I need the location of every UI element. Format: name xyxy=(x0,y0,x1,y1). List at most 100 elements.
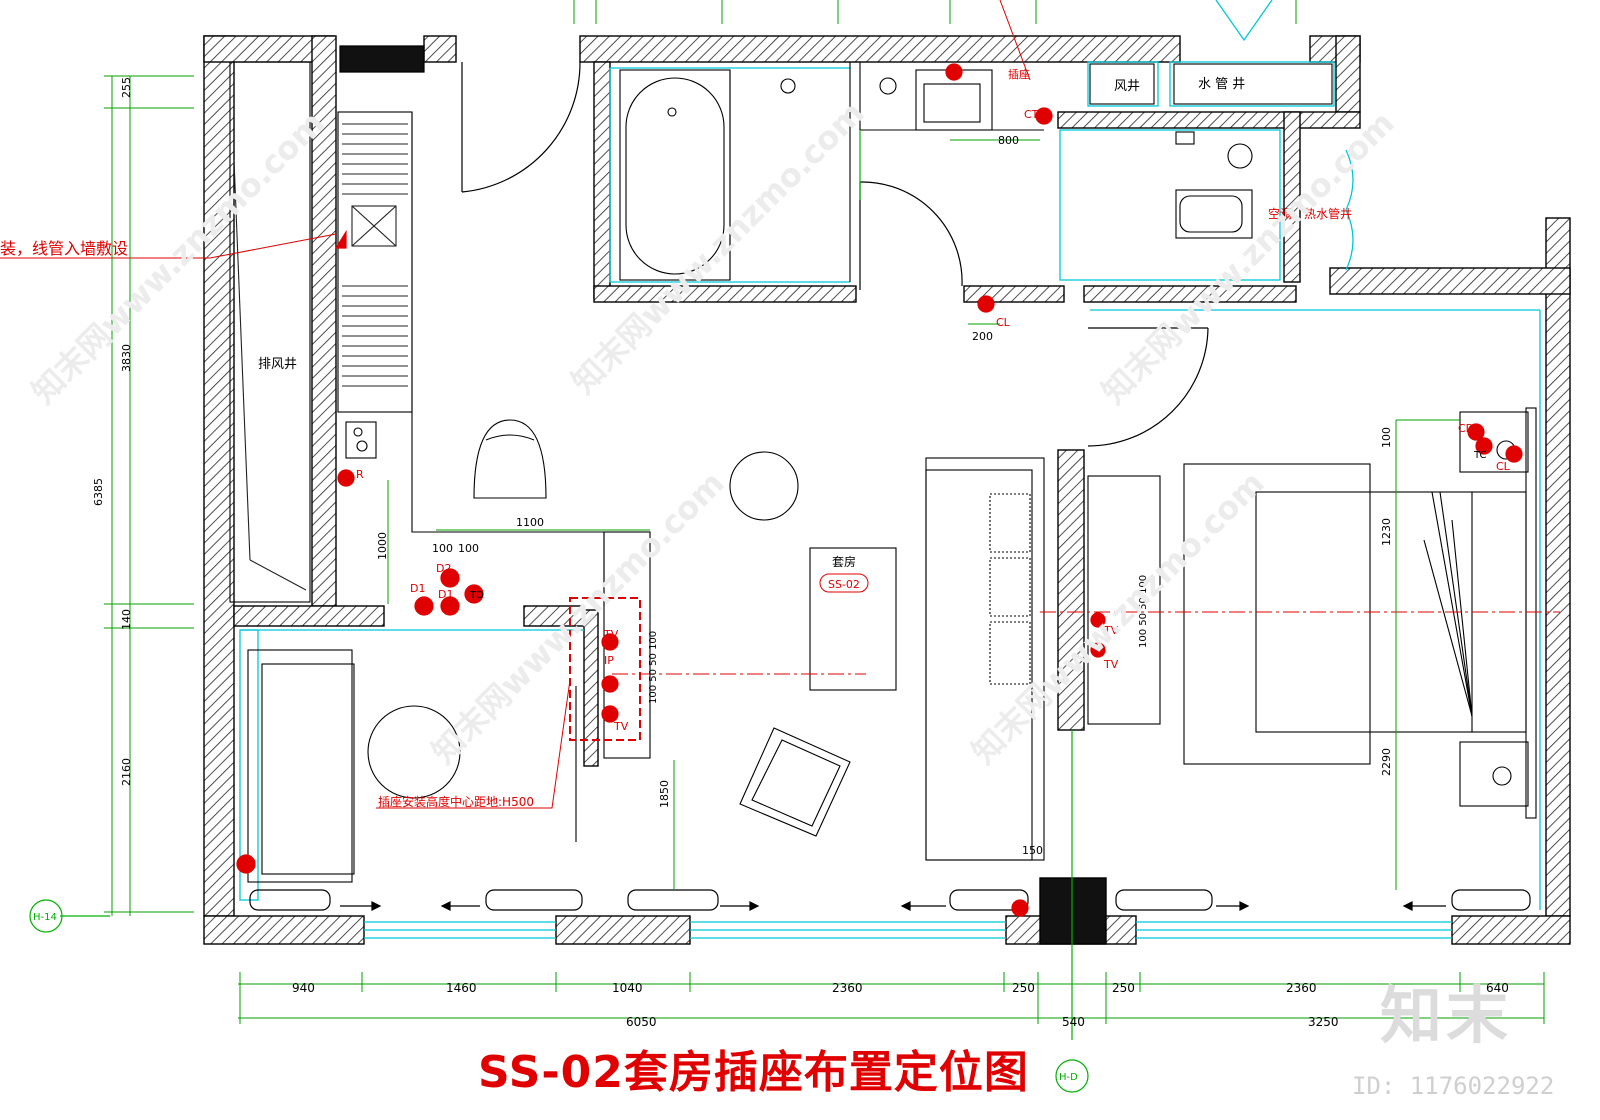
door-threshold-top xyxy=(339,45,425,73)
toilet-tank xyxy=(1175,189,1253,239)
labels: 装，线管入墙敷设 插座安装高度中心距地:H500 排风井 风井 水 管 井 空调… xyxy=(0,67,1511,1083)
bdim-2360-b: 2360 xyxy=(1286,981,1317,995)
wall-mid-horizontal-b xyxy=(523,605,585,627)
bdim-640: 640 xyxy=(1486,981,1509,995)
hdim-200: 200 xyxy=(972,330,993,343)
vdim-2160: 2160 xyxy=(120,758,133,786)
doors xyxy=(339,45,1209,447)
exhaust-shaft xyxy=(229,61,311,603)
round-table xyxy=(729,451,799,521)
nightstand-top xyxy=(1459,411,1529,473)
wall-bath-bottom xyxy=(593,285,857,303)
axis-bubble-bottom xyxy=(1055,1059,1089,1093)
sink-grid xyxy=(342,123,408,387)
vdim-1850: 1850 xyxy=(658,780,671,808)
wall-bottom-d xyxy=(1451,915,1571,945)
socket-label-ct: CT xyxy=(1024,108,1039,121)
hdim-1100: 1100 xyxy=(516,516,544,529)
axis-label-bottom: H-D xyxy=(1059,1072,1078,1083)
bed-door-swing xyxy=(1087,327,1209,447)
socket-label-r: R xyxy=(356,468,364,481)
armchair-b xyxy=(739,727,851,837)
wall-shaft-bottom xyxy=(1057,111,1361,129)
tv-socket-box-left xyxy=(569,597,641,741)
wall-tv-partition xyxy=(1057,449,1085,731)
socket-d1-b xyxy=(440,596,460,616)
wind-shaft xyxy=(1089,63,1155,105)
bdim-540: 540 xyxy=(1062,1015,1085,1029)
entry-door-swing xyxy=(461,61,581,193)
socket-label-d1-b: D1 xyxy=(438,588,453,601)
axis-bubble-left xyxy=(29,899,63,933)
hdim-800: 800 xyxy=(998,134,1019,147)
cushion-1 xyxy=(989,493,1031,553)
dining-table xyxy=(367,705,461,799)
wall-bath-left xyxy=(593,61,611,299)
socket-r xyxy=(337,469,355,487)
vdim-1230: 1230 xyxy=(1380,518,1393,546)
bdim-940: 940 xyxy=(292,981,315,995)
socket-label-tv-3: TV xyxy=(1103,624,1119,637)
wall-mid-horizontal xyxy=(233,605,385,627)
armchair-a xyxy=(473,419,547,499)
tv-cabinet xyxy=(1087,475,1161,725)
socket-label-tc: TC xyxy=(1473,450,1487,461)
bathtub xyxy=(619,69,731,281)
wall-top-left-b xyxy=(423,35,457,63)
coffee-table xyxy=(809,547,897,691)
bdim-1460: 1460 xyxy=(446,981,477,995)
fixtures xyxy=(229,61,1537,883)
finish-lines xyxy=(239,0,1541,939)
socket-label-cl-b: CL xyxy=(996,316,1011,329)
wall-wc-bottom-b xyxy=(1083,285,1297,303)
hdim-tv-right: 100 50 50 100 xyxy=(1138,575,1149,648)
wall-column xyxy=(1039,877,1107,945)
water-shaft xyxy=(1173,63,1333,105)
sofa xyxy=(261,663,355,875)
room-wind: 风井 xyxy=(1114,79,1140,94)
page-title: SS-02套房插座布置定位图 xyxy=(478,1047,1029,1098)
note-left: 装，线管入墙敷设 xyxy=(0,239,128,258)
wall-top-middle xyxy=(579,35,1181,63)
wall-bottom-b xyxy=(555,915,691,945)
vdim-3830: 3830 xyxy=(120,344,133,372)
room-aircon: 空调、热水管井 xyxy=(1268,206,1352,221)
cushion-3 xyxy=(989,621,1031,685)
room-exhaust: 排风井 xyxy=(258,357,297,372)
socket-label-socket: 插座 xyxy=(1008,67,1030,81)
socket-td xyxy=(464,584,484,604)
socket-label-cl-a: CL xyxy=(1496,460,1511,473)
wall-kitchen-block xyxy=(583,609,599,767)
socket-label-d1-a: D1 xyxy=(410,582,425,595)
wall-exhaust-right xyxy=(311,35,337,607)
vdim-140: 140 xyxy=(120,609,133,630)
socket-markers xyxy=(0,0,1523,917)
bdim-250-b: 250 xyxy=(1112,981,1135,995)
hdim-100-a: 100 xyxy=(432,542,453,555)
socket-label-ip: IP xyxy=(604,654,614,667)
socket-d1-a xyxy=(414,596,434,616)
hdim-100-b: 100 xyxy=(458,542,479,555)
vdim-2290: 2290 xyxy=(1380,748,1393,776)
socket-label-cd: CD xyxy=(1458,422,1474,435)
kitchen-counter xyxy=(337,111,413,413)
wall-shaft-left xyxy=(1283,111,1301,283)
cushion-2 xyxy=(989,557,1031,617)
bed xyxy=(1183,463,1371,765)
dimension-lines xyxy=(104,0,1545,1024)
wall-bottom-a xyxy=(203,915,365,945)
bath-door-swing xyxy=(859,181,963,287)
room-water: 水 管 井 xyxy=(1198,77,1245,92)
suite-code: SS-02 xyxy=(828,578,860,591)
socket-d2 xyxy=(440,568,460,588)
vdim-100: 100 xyxy=(1380,427,1393,448)
brand-logo: 知末 xyxy=(1380,979,1513,1052)
socket-label-d2: D2 xyxy=(436,562,451,575)
socket-label-tv-1: TV xyxy=(603,628,619,641)
image-id: ID: 1176022922 xyxy=(1352,1072,1555,1100)
bdim-250-a: 250 xyxy=(1012,981,1035,995)
vdim-255: 255 xyxy=(120,77,133,98)
axis-lines xyxy=(29,130,1089,1093)
hdim-tv-left: 100 50 50 100 xyxy=(648,631,659,704)
